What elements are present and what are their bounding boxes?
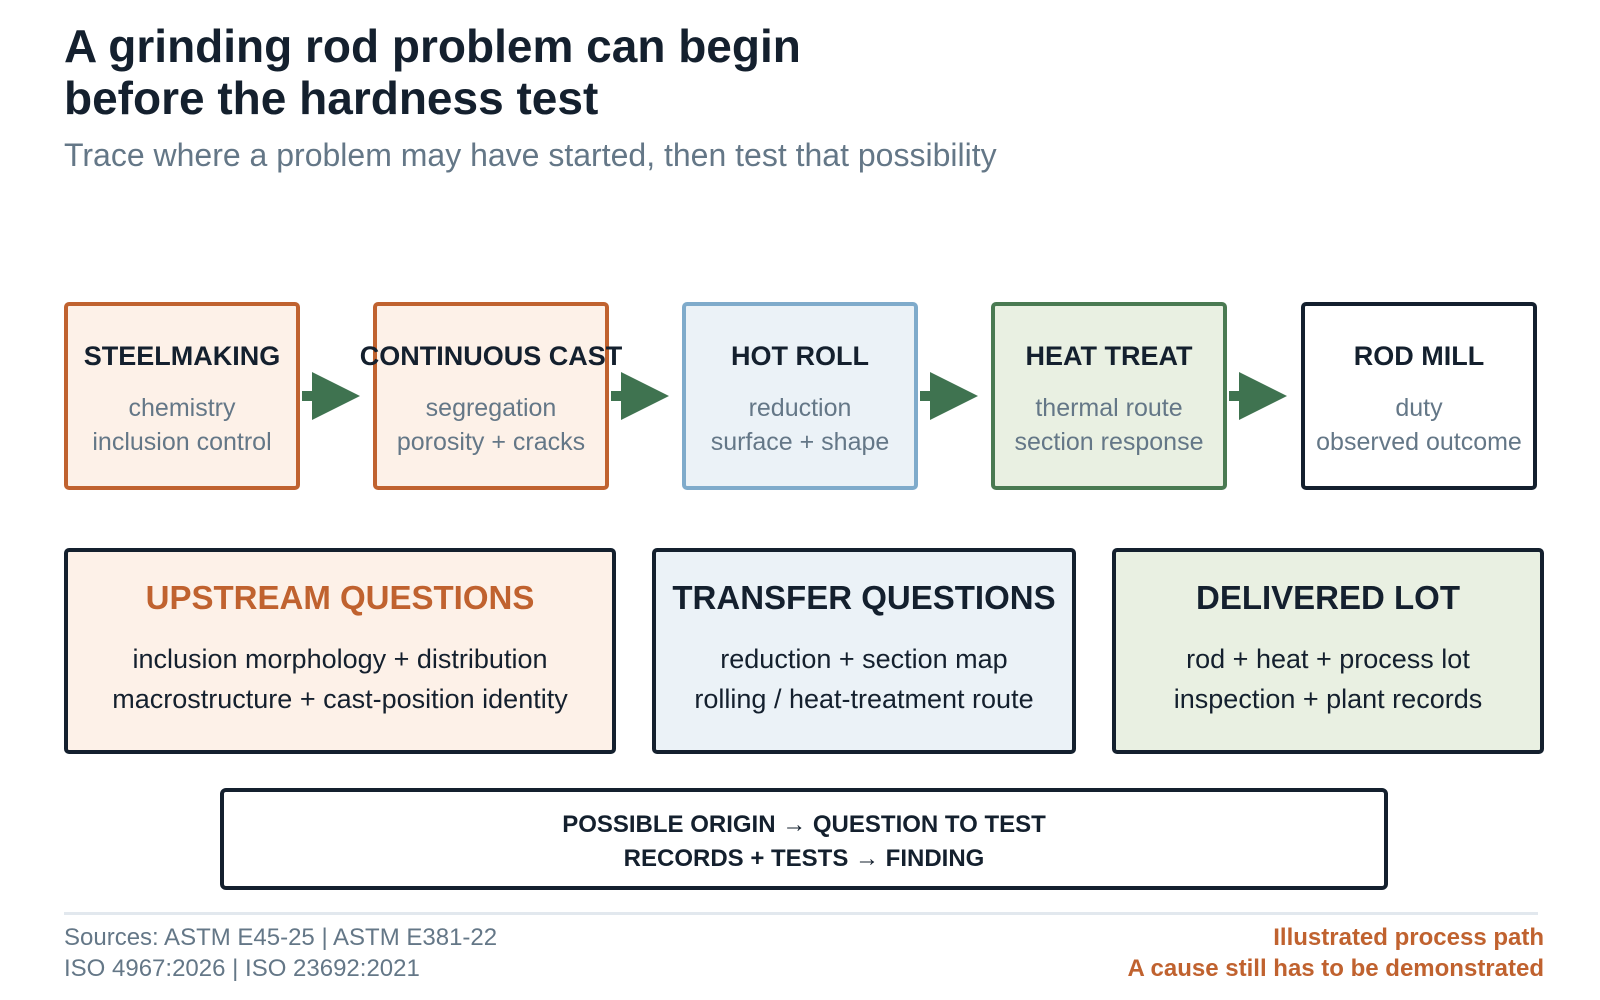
stage-detail: chemistry — [128, 394, 236, 422]
box-line: inspection + plant records — [1173, 684, 1483, 714]
page-title: A grinding rod problem can begin before … — [64, 20, 801, 124]
box-line: inclusion morphology + distribution — [132, 644, 548, 674]
summary-line: RECORDS + TESTS → FINDING — [623, 845, 985, 872]
box-line: macrostructure + cast-position identity — [112, 684, 568, 714]
box-heading: DELIVERED LOT — [1195, 579, 1461, 616]
stage-name: CONTINUOUS CAST — [359, 341, 623, 371]
flow-arrow-icon — [1229, 372, 1287, 420]
stage-detail: observed outcome — [1316, 428, 1522, 456]
stage-detail: inclusion control — [92, 428, 272, 456]
stage-detail: surface + shape — [710, 428, 890, 456]
stage-rod-mill: ROD MILL duty observed outcome — [1301, 302, 1537, 490]
box-line: rod + heat + process lot — [1186, 644, 1470, 674]
stage-detail: thermal route — [1035, 394, 1183, 422]
flow-arrow-icon — [302, 372, 360, 420]
box-heading: TRANSFER QUESTIONS — [672, 579, 1056, 616]
sources-line: ISO 4967:2026 | ISO 23692:2021 — [64, 955, 420, 982]
stage-name: ROD MILL — [1353, 341, 1485, 371]
box-line: rolling / heat-treatment route — [694, 684, 1034, 714]
delivered-lot-box: DELIVERED LOT rod + heat + process lot i… — [1112, 548, 1544, 754]
sources-line: Sources: ASTM E45-25 | ASTM E381-22 — [64, 924, 498, 951]
stage-detail: duty — [1395, 394, 1443, 422]
footer-divider — [64, 912, 1538, 915]
page-subtitle: Trace where a problem may have started, … — [64, 137, 997, 173]
footnote: Illustrated process path A cause still h… — [1127, 922, 1544, 984]
stage-hot-roll: HOT ROLL reduction surface + shape — [682, 302, 918, 490]
stage-detail: reduction — [748, 394, 852, 422]
stage-steelmaking: STEELMAKING chemistry inclusion control — [64, 302, 300, 490]
stage-heat-treat: HEAT TREAT thermal route section respons… — [991, 302, 1227, 490]
stage-detail: segregation — [425, 394, 557, 422]
title-line-1: A grinding rod problem can begin — [64, 20, 801, 72]
title-line-2: before the hardness test — [64, 72, 599, 124]
footnote-line: A cause still has to be demonstrated — [1127, 955, 1544, 982]
flow-arrow-icon — [611, 372, 669, 420]
stage-name: HOT ROLL — [731, 341, 869, 371]
stage-name: STEELMAKING — [83, 341, 281, 371]
summary-line: POSSIBLE ORIGIN → QUESTION TO TEST — [562, 811, 1046, 838]
stage-detail: section response — [1014, 428, 1204, 456]
transfer-questions-box: TRANSFER QUESTIONS reduction + section m… — [652, 548, 1076, 754]
box-heading: UPSTREAM QUESTIONS — [145, 579, 535, 616]
stage-detail: porosity + cracks — [396, 428, 586, 456]
box-line: reduction + section map — [720, 644, 1008, 674]
stage-continuous-cast: CONTINUOUS CAST segregation porosity + c… — [360, 302, 622, 490]
upstream-questions-box: UPSTREAM QUESTIONS inclusion morphology … — [64, 548, 616, 754]
sources: Sources: ASTM E45-25 | ASTM E381-22 ISO … — [64, 922, 497, 984]
flow-arrow-icon — [920, 372, 978, 420]
summary-box: POSSIBLE ORIGIN → QUESTION TO TEST RECOR… — [220, 788, 1388, 890]
stage-name: HEAT TREAT — [1025, 341, 1193, 371]
footnote-line: Illustrated process path — [1273, 924, 1544, 951]
